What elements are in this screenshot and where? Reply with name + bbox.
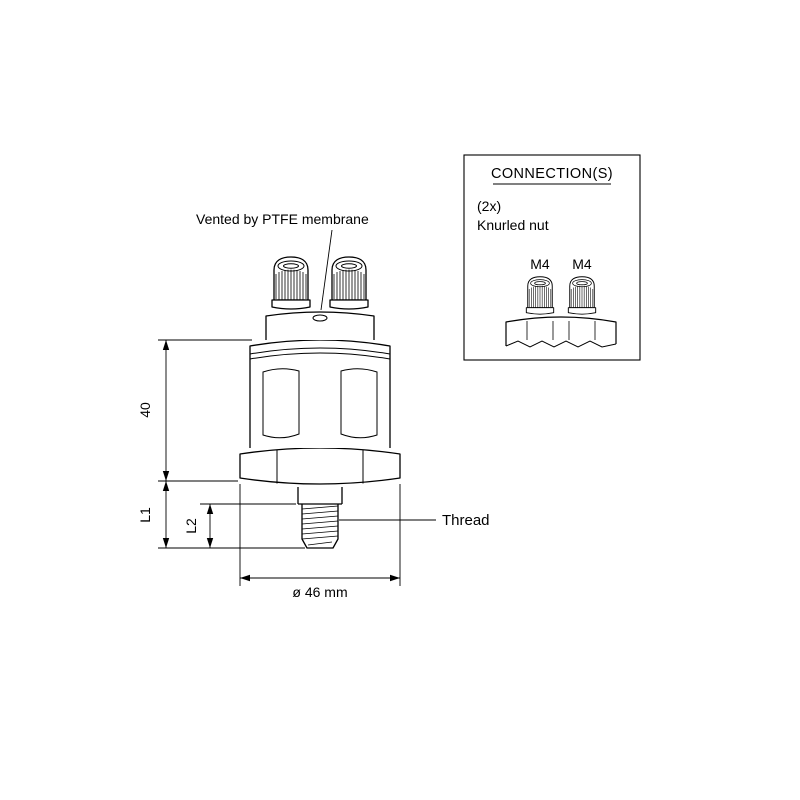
m4-label-right: M4: [572, 256, 592, 272]
dim-40-label: 40: [137, 402, 153, 418]
thread-hatch: [301, 505, 339, 546]
top-cap: [265, 311, 375, 340]
body-slot-right: [340, 368, 378, 439]
sensor-body: [249, 339, 391, 448]
connections-detail-drawing: [505, 276, 617, 348]
vent-label: Vented by PTFE membrane: [196, 211, 369, 227]
hex-flange: [239, 447, 401, 485]
connections-qty: (2x): [477, 198, 501, 214]
body-slot-left: [262, 368, 300, 439]
diameter-label: ø 46 mm: [292, 584, 347, 600]
knurled-nut-right: [329, 256, 369, 310]
thread-section: [297, 487, 343, 549]
break-line: [505, 340, 617, 348]
dim-l1-label: L1: [137, 507, 153, 523]
sensor-drawing: [239, 256, 401, 549]
dim-l2-label: L2: [183, 518, 199, 534]
callouts: Vented by PTFE membrane Thread: [196, 211, 490, 529]
vent-membrane: [312, 314, 328, 322]
dimension-lines: 40 L1 L2 ø 46 mm: [137, 339, 401, 600]
connections-title: CONNECTION(S): [491, 166, 613, 182]
mini-knurled-nut-left: [525, 276, 555, 315]
m4-label-left: M4: [530, 256, 550, 272]
knurled-nut-left: [271, 256, 311, 310]
thread-label: Thread: [442, 512, 490, 529]
connections-box: CONNECTION(S) (2x) Knurled nut M4 M4: [463, 154, 641, 361]
connections-type: Knurled nut: [477, 217, 549, 233]
mini-knurled-nut-right: [567, 276, 597, 315]
